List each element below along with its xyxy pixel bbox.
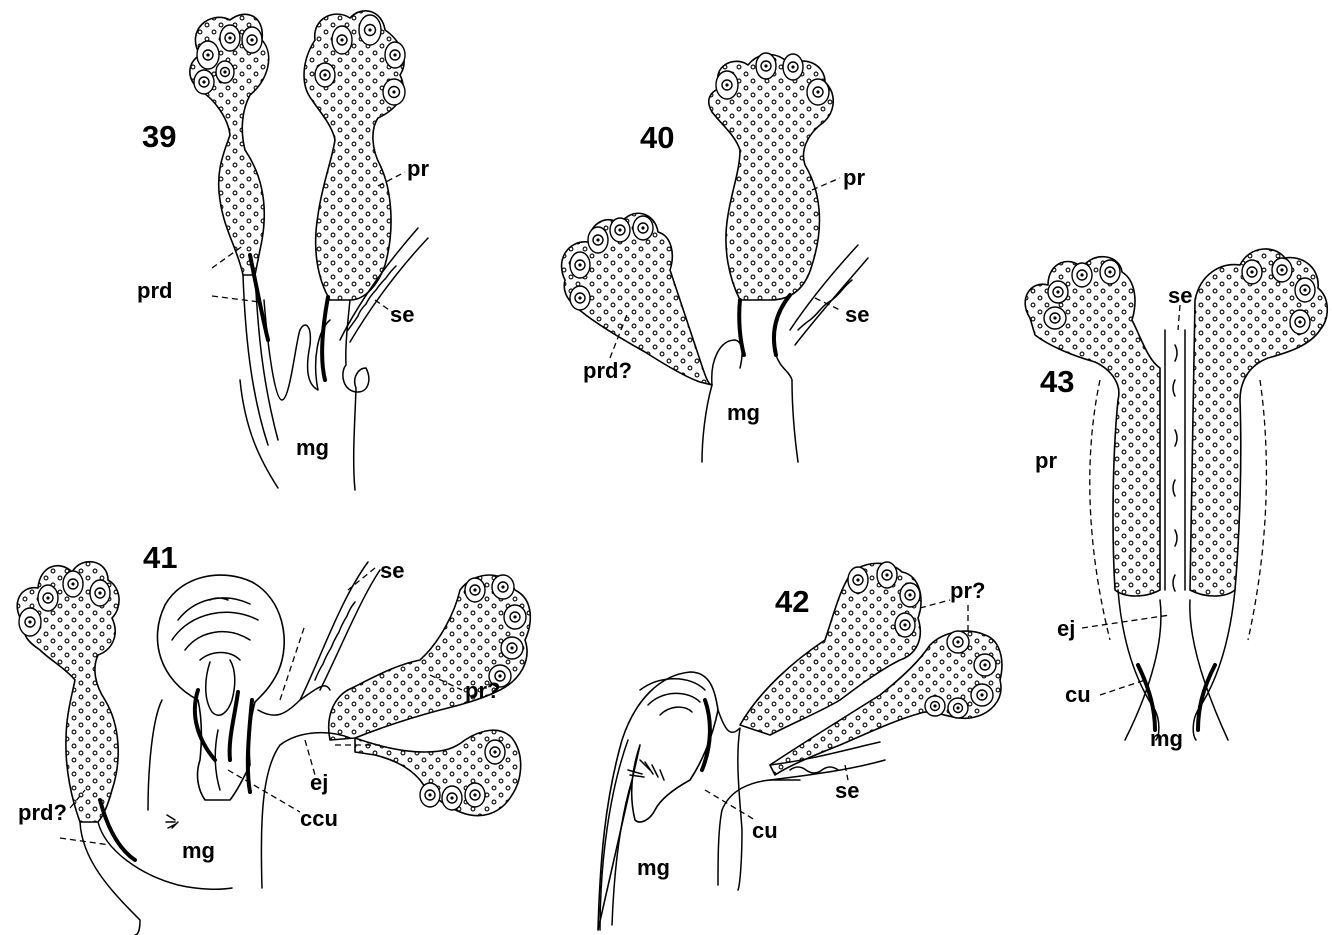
fig43-cuticle-left (1138, 665, 1155, 730)
fig41-right-gland-upper (329, 575, 531, 740)
fig43-sheath-right (1248, 380, 1266, 640)
fig43-label-cu: cu (1065, 682, 1091, 707)
fig43-sheath-left (1090, 380, 1110, 640)
fig40-label-prd: prd? (583, 358, 632, 383)
fig39-label-se: se (390, 302, 414, 327)
fig40-number: 40 (640, 120, 674, 155)
fig41-brush (166, 815, 178, 828)
fig42-number: 42 (775, 584, 809, 619)
fig41-label-prd: prd? (18, 800, 67, 825)
fig41-label-se: se (380, 558, 404, 583)
fig41-label-pr: pr? (465, 678, 500, 703)
fig43-left-gland (1025, 257, 1160, 596)
fig39-label-mg: mg (296, 435, 329, 460)
fig42-gut-right (718, 710, 800, 890)
fig40-seminal-wave (798, 280, 852, 330)
fig41-crop (157, 575, 284, 800)
figure-43: 43 se pr ej cu mg (1025, 249, 1327, 751)
fig43-seminal-wave (1173, 345, 1177, 591)
fig39-label-pr: pr (407, 156, 429, 181)
fig43-number: 43 (1040, 364, 1074, 399)
fig43-label-mg: mg (1150, 726, 1183, 751)
fig43-label-pr: pr (1035, 448, 1057, 473)
fig43-label-se: se (1168, 283, 1192, 308)
fig41-label-mg: mg (182, 838, 215, 863)
figure-41: 41 se pr? prd? ej ccu mg (17, 540, 530, 935)
fig40-label-pr: pr (843, 165, 865, 190)
fig41-number: 41 (143, 540, 177, 575)
fig43-label-ej: ej (1057, 616, 1075, 641)
fig41-hind-left (148, 700, 162, 810)
fig41-label-ccu: ccu (300, 806, 338, 831)
fig40-label-mg: mg (727, 400, 760, 425)
fig43-cuticle-right (1198, 665, 1215, 730)
fig42-label-cu: cu (752, 818, 778, 843)
figure-39: 39 pr prd se mg (137, 11, 429, 490)
fig42-label-pr: pr? (950, 578, 985, 603)
fig43-duct-cross-2 (1190, 600, 1228, 740)
fig42-crop (598, 672, 718, 930)
fig41-seminal-wave (315, 602, 355, 680)
fig40-label-se: se (845, 302, 869, 327)
fig39-duct-cuticle-right (322, 297, 328, 380)
figure-40: 40 pr se prd? mg (562, 53, 870, 462)
fig41-label-ej: ej (310, 770, 328, 795)
fig42-label-mg: mg (637, 855, 670, 880)
fig39-label-prd: prd (137, 278, 172, 303)
fig41-tail-2 (80, 822, 140, 935)
fig40-duct-cuticle-right (774, 295, 790, 355)
fig42-label-se: se (835, 778, 859, 803)
fig39-number: 39 (142, 119, 176, 154)
figure-42: 42 pr? se cu mg (598, 562, 1002, 930)
